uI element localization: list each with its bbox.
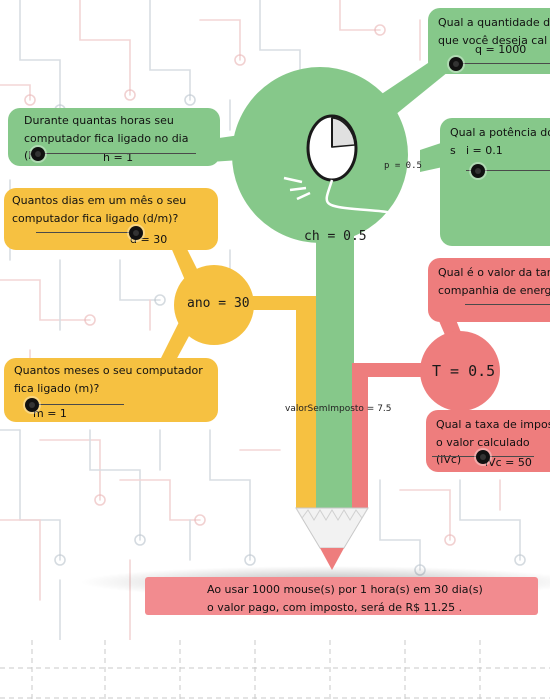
- bottom-grid: [0, 640, 550, 700]
- tariff-panel: Qual é o valor da tari companhia de ener…: [428, 258, 550, 322]
- months-slider[interactable]: [25, 398, 124, 412]
- days-slider[interactable]: [36, 226, 143, 240]
- quantity-slider[interactable]: [449, 57, 550, 71]
- months-question-line2: fica ligado (m)?: [14, 381, 100, 395]
- power-slider-knob[interactable]: [471, 164, 485, 178]
- hours-slider-knob[interactable]: [31, 147, 45, 161]
- tariff-question-line1: Qual é o valor da tari: [438, 266, 550, 279]
- valor-sem-imposto-label: valorSemImposto = 7.5: [285, 404, 392, 414]
- months-slider-track[interactable]: [32, 404, 124, 405]
- power-question-line1: Qual a potência do s: [450, 126, 550, 157]
- days-slider-knob[interactable]: [129, 226, 143, 240]
- quantity-slider-knob[interactable]: [449, 57, 463, 71]
- mouse-icon: [283, 114, 406, 218]
- result-line2: o valor pago, com imposto, será de R$ 11…: [207, 601, 463, 615]
- hours-slider[interactable]: [31, 147, 196, 161]
- result-box: Ao usar 1000 mouse(s) por 1 hora(s) em 3…: [145, 577, 538, 615]
- days-question-line1: Quantos dias em um mês o seu: [12, 194, 187, 207]
- months-panel: Quantos meses o seu computador fica liga…: [4, 358, 218, 422]
- tariff-slider[interactable]: [465, 298, 550, 310]
- hours-slider-track[interactable]: [38, 153, 196, 154]
- quantity-slider-track[interactable]: [450, 63, 550, 64]
- tariff-slider-track[interactable]: [465, 304, 550, 305]
- days-panel: Quantos dias em um mês o seu computador …: [4, 188, 218, 250]
- p-value-label: p = 0.5: [384, 161, 422, 171]
- t-label: T = 0.5: [432, 362, 496, 380]
- hours-value: h = 1: [103, 151, 134, 164]
- power-value: i = 0.1: [466, 144, 503, 157]
- tariff-question-line2: companhia de energ: [438, 283, 550, 297]
- power-panel: Qual a potência do s: [440, 118, 550, 246]
- hours-question-line1: Durante quantas horas seu: [24, 114, 174, 127]
- ano-label: ano = 30: [187, 296, 250, 311]
- months-slider-knob[interactable]: [25, 398, 39, 412]
- ch-label: ch = 0.5: [304, 229, 367, 244]
- tax-question-line1: Qual a taxa de impost: [436, 418, 550, 431]
- quantity-value: q = 1000: [475, 43, 527, 56]
- tax-value: iVc = 50: [485, 456, 532, 469]
- months-value: m = 1: [33, 407, 67, 420]
- tax-slider-knob[interactable]: [476, 450, 490, 464]
- quantity-question-line2: que você deseja cal: [438, 33, 548, 47]
- result-line1: Ao usar 1000 mouse(s) por 1 hora(s) em 3…: [207, 583, 483, 596]
- days-slider-track[interactable]: [36, 232, 136, 233]
- power-slider-track[interactable]: [466, 170, 550, 171]
- days-question-line2: computador fica ligado (d/m)?: [12, 211, 179, 225]
- tax-slider[interactable]: [432, 450, 534, 464]
- power-slider[interactable]: [466, 164, 550, 178]
- quantity-question-line1: Qual a quantidade d: [438, 16, 550, 29]
- months-question-line1: Quantos meses o seu computador: [14, 364, 203, 377]
